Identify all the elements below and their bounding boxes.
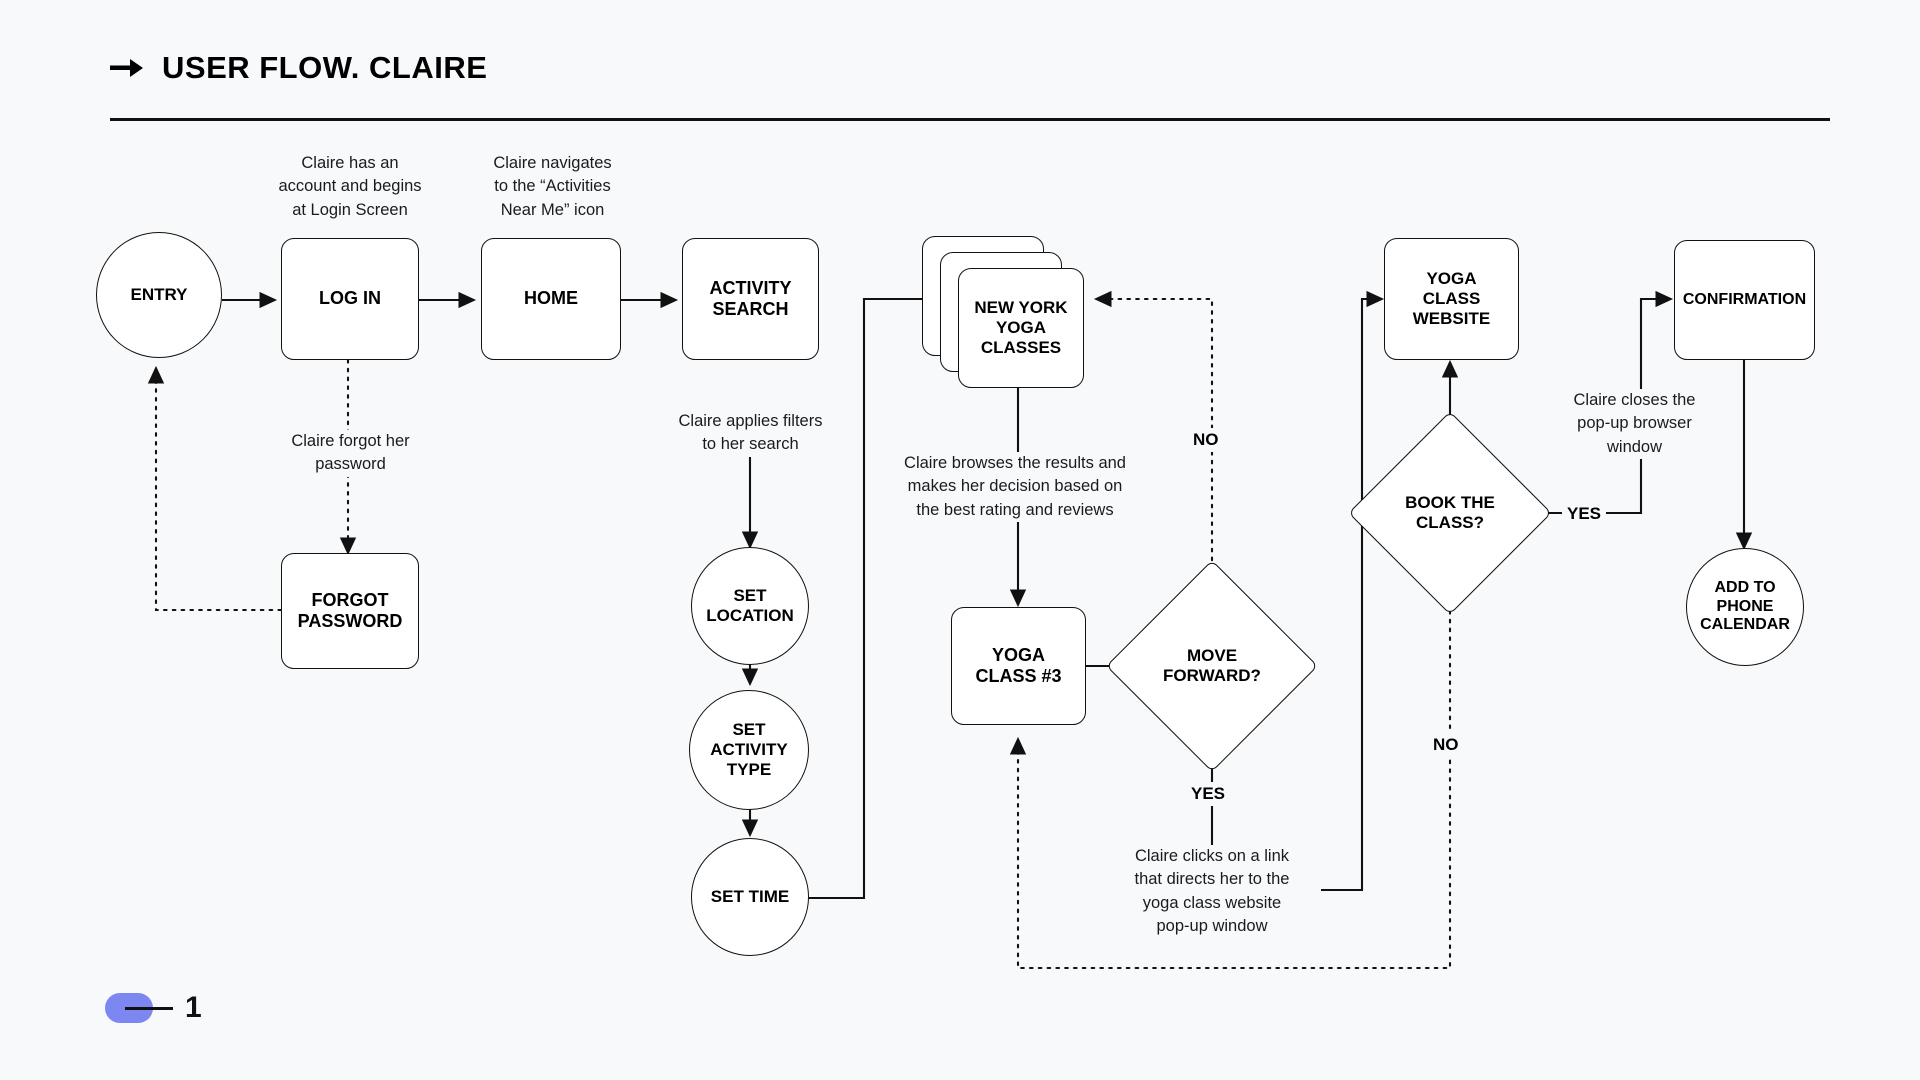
node-set-time[interactable]: SET TIME <box>691 838 809 956</box>
stack-card-front[interactable]: NEW YORK YOGA CLASSES <box>958 268 1084 388</box>
page-title: USER FLOW. CLAIRE <box>162 50 488 85</box>
node-entry-label: ENTRY <box>130 284 188 304</box>
node-add-to-phone-calendar-label-line1: ADD TO <box>1714 578 1776 596</box>
edge-label-book-yes: YES <box>1562 502 1607 526</box>
node-yoga-class-3-label-line2: CLASS #3 <box>975 666 1062 686</box>
wire-settime-results <box>809 290 949 900</box>
node-add-to-phone-calendar[interactable]: ADD TO PHONE CALENDAR <box>1686 548 1804 666</box>
node-move-forward-label-line2: FORWARD? <box>1163 666 1261 685</box>
node-yoga-class-website-label-line2: CLASS <box>1422 288 1481 308</box>
node-confirmation[interactable]: CONFIRMATION <box>1674 240 1815 360</box>
right-arrow-icon <box>110 57 144 79</box>
node-forgot-password-label-line1: FORGOT <box>311 589 389 610</box>
node-book-the-class-label-line2: CLASS? <box>1416 513 1484 532</box>
node-home[interactable]: HOME <box>481 238 621 360</box>
edge-label-move-no: NO <box>1188 428 1224 452</box>
node-activity-search[interactable]: ACTIVITY SEARCH <box>682 238 819 360</box>
node-confirmation-label: CONFIRMATION <box>1682 290 1807 308</box>
node-add-to-phone-calendar-label-line3: CALENDAR <box>1700 616 1790 634</box>
node-set-activity-type-label-line1: SET <box>732 719 766 739</box>
node-new-york-yoga-classes-label-line2: YOGA <box>995 317 1047 337</box>
node-move-forward-label-line1: MOVE <box>1186 645 1238 665</box>
node-forgot-password[interactable]: FORGOT PASSWORD <box>281 553 419 669</box>
node-new-york-yoga-classes-label-line1: NEW YORK <box>974 297 1068 317</box>
node-yoga-class-website-label-line3: WEBSITE <box>1412 309 1491 329</box>
page-header: USER FLOW. CLAIRE <box>110 52 487 83</box>
node-set-activity-type-label-line2: ACTIVITY <box>710 739 788 759</box>
node-yoga-class-3-label-line1: YOGA <box>991 644 1045 665</box>
node-book-the-class-label-line1: BOOK THE <box>1405 492 1495 512</box>
node-forgot-password-label-line2: PASSWORD <box>297 611 403 631</box>
node-log-in-label: LOG IN <box>319 288 381 309</box>
node-book-the-class[interactable]: BOOK THE CLASS? <box>1348 411 1552 615</box>
node-yoga-class-website[interactable]: YOGA CLASS WEBSITE <box>1384 238 1519 360</box>
edge-label-move-yes: YES <box>1186 782 1231 806</box>
node-yoga-class-website-label-line1: YOGA <box>1426 268 1477 288</box>
node-set-time-label: SET TIME <box>710 886 790 906</box>
node-set-location-label-line2: LOCATION <box>706 606 794 625</box>
node-log-in[interactable]: LOG IN <box>281 238 419 360</box>
node-home-label: HOME <box>524 288 578 309</box>
header-divider <box>110 118 1830 121</box>
node-move-forward[interactable]: MOVE FORWARD? <box>1105 559 1319 773</box>
node-new-york-yoga-classes-label-line3: CLASSES <box>980 338 1062 358</box>
page-footer: 1 <box>105 993 202 1023</box>
node-yoga-class-3[interactable]: YOGA CLASS #3 <box>951 607 1086 725</box>
edge-label-book-no: NO <box>1428 733 1464 757</box>
node-set-activity-type-label-line3: TYPE <box>726 760 772 780</box>
page-indicator-line <box>125 1006 173 1010</box>
page-number: 1 <box>185 991 202 1024</box>
node-set-location[interactable]: SET LOCATION <box>691 547 809 665</box>
node-set-location-label-line1: SET <box>733 585 767 605</box>
node-set-activity-type[interactable]: SET ACTIVITY TYPE <box>689 690 809 810</box>
node-activity-search-label-line1: ACTIVITY <box>709 277 792 298</box>
node-add-to-phone-calendar-label-line2: PHONE <box>1716 597 1774 615</box>
node-entry[interactable]: ENTRY <box>96 232 222 358</box>
wire-forgot-entry <box>147 365 283 612</box>
node-activity-search-label-line2: SEARCH <box>712 299 789 319</box>
